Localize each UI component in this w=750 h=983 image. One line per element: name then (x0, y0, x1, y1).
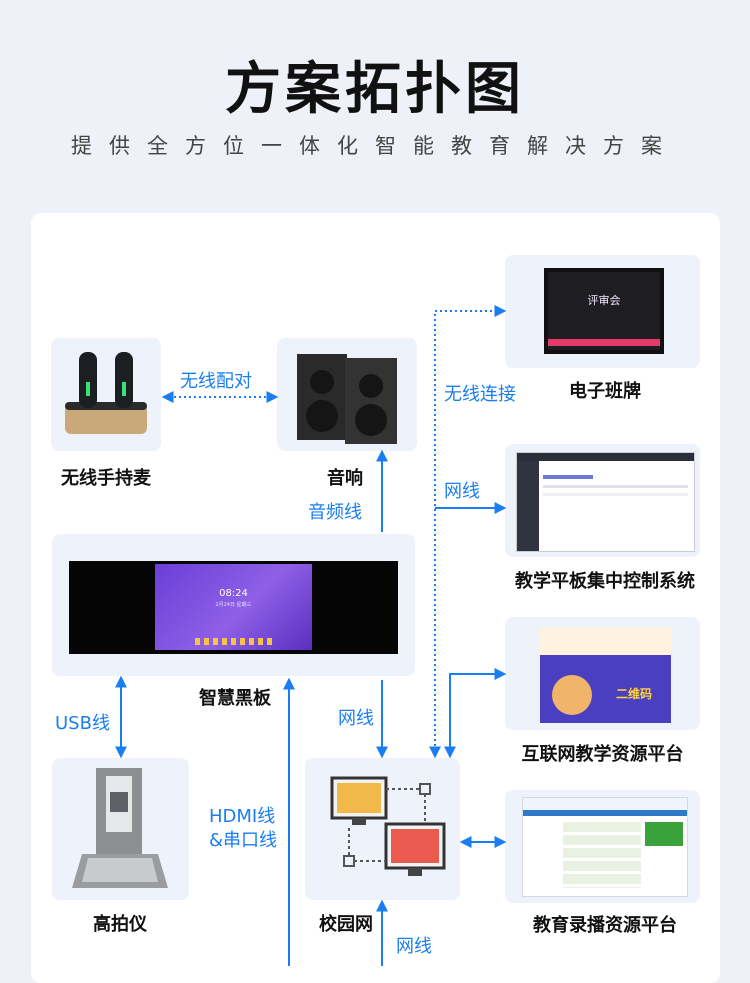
blackboard-display: 08:24 2月24日 星期三 (155, 564, 312, 650)
internet-label: 互联网教学资源平台 (521, 744, 684, 765)
wireless-pair-label: 无线配对 (180, 371, 252, 392)
eboard-bar (548, 339, 660, 346)
campus-label: 校园网 (319, 914, 373, 935)
wireless-conn-label: 无线连接 (444, 384, 516, 405)
eboard-label: 电子班牌 (569, 381, 641, 402)
camera-node (52, 758, 189, 900)
wireless-conn-line (429, 305, 507, 759)
mic-image (65, 352, 147, 434)
speaker-node (277, 338, 417, 451)
recording-list (563, 822, 641, 888)
camera-image (72, 768, 168, 888)
tablet-topbar (517, 453, 694, 461)
network-bottom-label: 网线 (396, 936, 432, 957)
banner-text: 二维码 (616, 687, 653, 701)
speaker-label: 音响 (327, 468, 363, 489)
network-tablet-label: 网线 (444, 481, 480, 502)
tablet-sidebar (517, 461, 539, 551)
camera-label: 高拍仪 (93, 914, 147, 935)
blackboard-screen: 08:24 2月24日 星期三 (69, 561, 398, 654)
recording-screen (522, 797, 688, 897)
recording-nav (523, 810, 687, 816)
recording-label: 教育录播资源平台 (533, 915, 677, 936)
network-internet-line (444, 668, 507, 759)
recording-promo (645, 822, 683, 846)
tablet-screen (516, 452, 695, 552)
mic-label: 无线手持麦 (61, 468, 151, 489)
internet-screen: 二维码 (540, 627, 671, 723)
network-illustration (330, 776, 446, 876)
app-dock (195, 638, 275, 645)
clock-text: 08:24 (219, 588, 248, 599)
eboard-title: 评审会 (587, 294, 621, 307)
tablet-label: 教学平板集中控制系统 (515, 571, 695, 592)
banner-figure (552, 675, 592, 715)
hdmi-label-2: &串口线 (209, 830, 278, 851)
mic-node (51, 338, 161, 451)
page-title: 方案拓扑图 (225, 57, 525, 122)
internet-header (540, 627, 671, 655)
usb-label: USB线 (55, 713, 110, 734)
blackboard-label: 智慧黑板 (199, 688, 271, 709)
speaker-image (297, 354, 397, 444)
tablet-row (543, 485, 688, 488)
eboard-screen: 评审会 (544, 268, 664, 354)
date-text: 2月24日 星期三 (215, 602, 252, 608)
tablet-row (543, 493, 688, 496)
hdmi-label-1: HDMI线 (209, 806, 276, 827)
tablet-row (543, 475, 593, 479)
page-subtitle: 提供全方位一体化智能教育解决方案 (71, 134, 679, 158)
audio-label: 音频线 (308, 502, 362, 523)
recording-header (523, 798, 687, 810)
network-bb-label: 网线 (338, 708, 374, 729)
